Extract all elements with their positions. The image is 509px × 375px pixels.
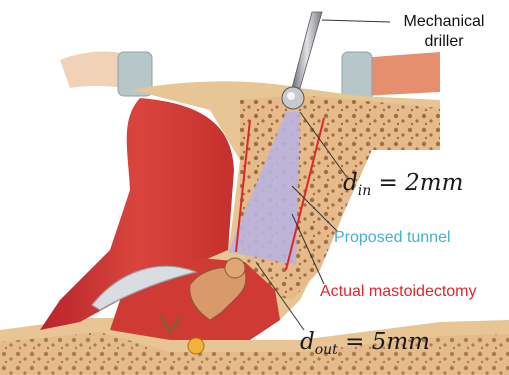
d-out-subscript: out bbox=[315, 342, 338, 358]
mechanical-driller-label: Mechanical driller bbox=[388, 12, 500, 52]
d-out-equation: dout = 5mm bbox=[300, 329, 430, 358]
d-in-subscript: in bbox=[358, 183, 372, 199]
d-in-equation: din = 2mm bbox=[343, 170, 463, 199]
d-in-value: = 2mm bbox=[371, 170, 463, 196]
driller-leader-line bbox=[322, 20, 390, 22]
d-in-symbol: d bbox=[343, 170, 358, 196]
proposed-tunnel-label: Proposed tunnel bbox=[334, 229, 451, 247]
d-out-symbol: d bbox=[300, 329, 315, 355]
bone-floor-cells bbox=[0, 332, 509, 375]
d-out-value: = 5mm bbox=[338, 329, 430, 355]
driller-label-line1: Mechanical bbox=[388, 12, 500, 32]
actual-mastoidectomy-label: Actual mastoidectomy bbox=[320, 283, 477, 301]
driller-label-line2: driller bbox=[388, 32, 500, 52]
